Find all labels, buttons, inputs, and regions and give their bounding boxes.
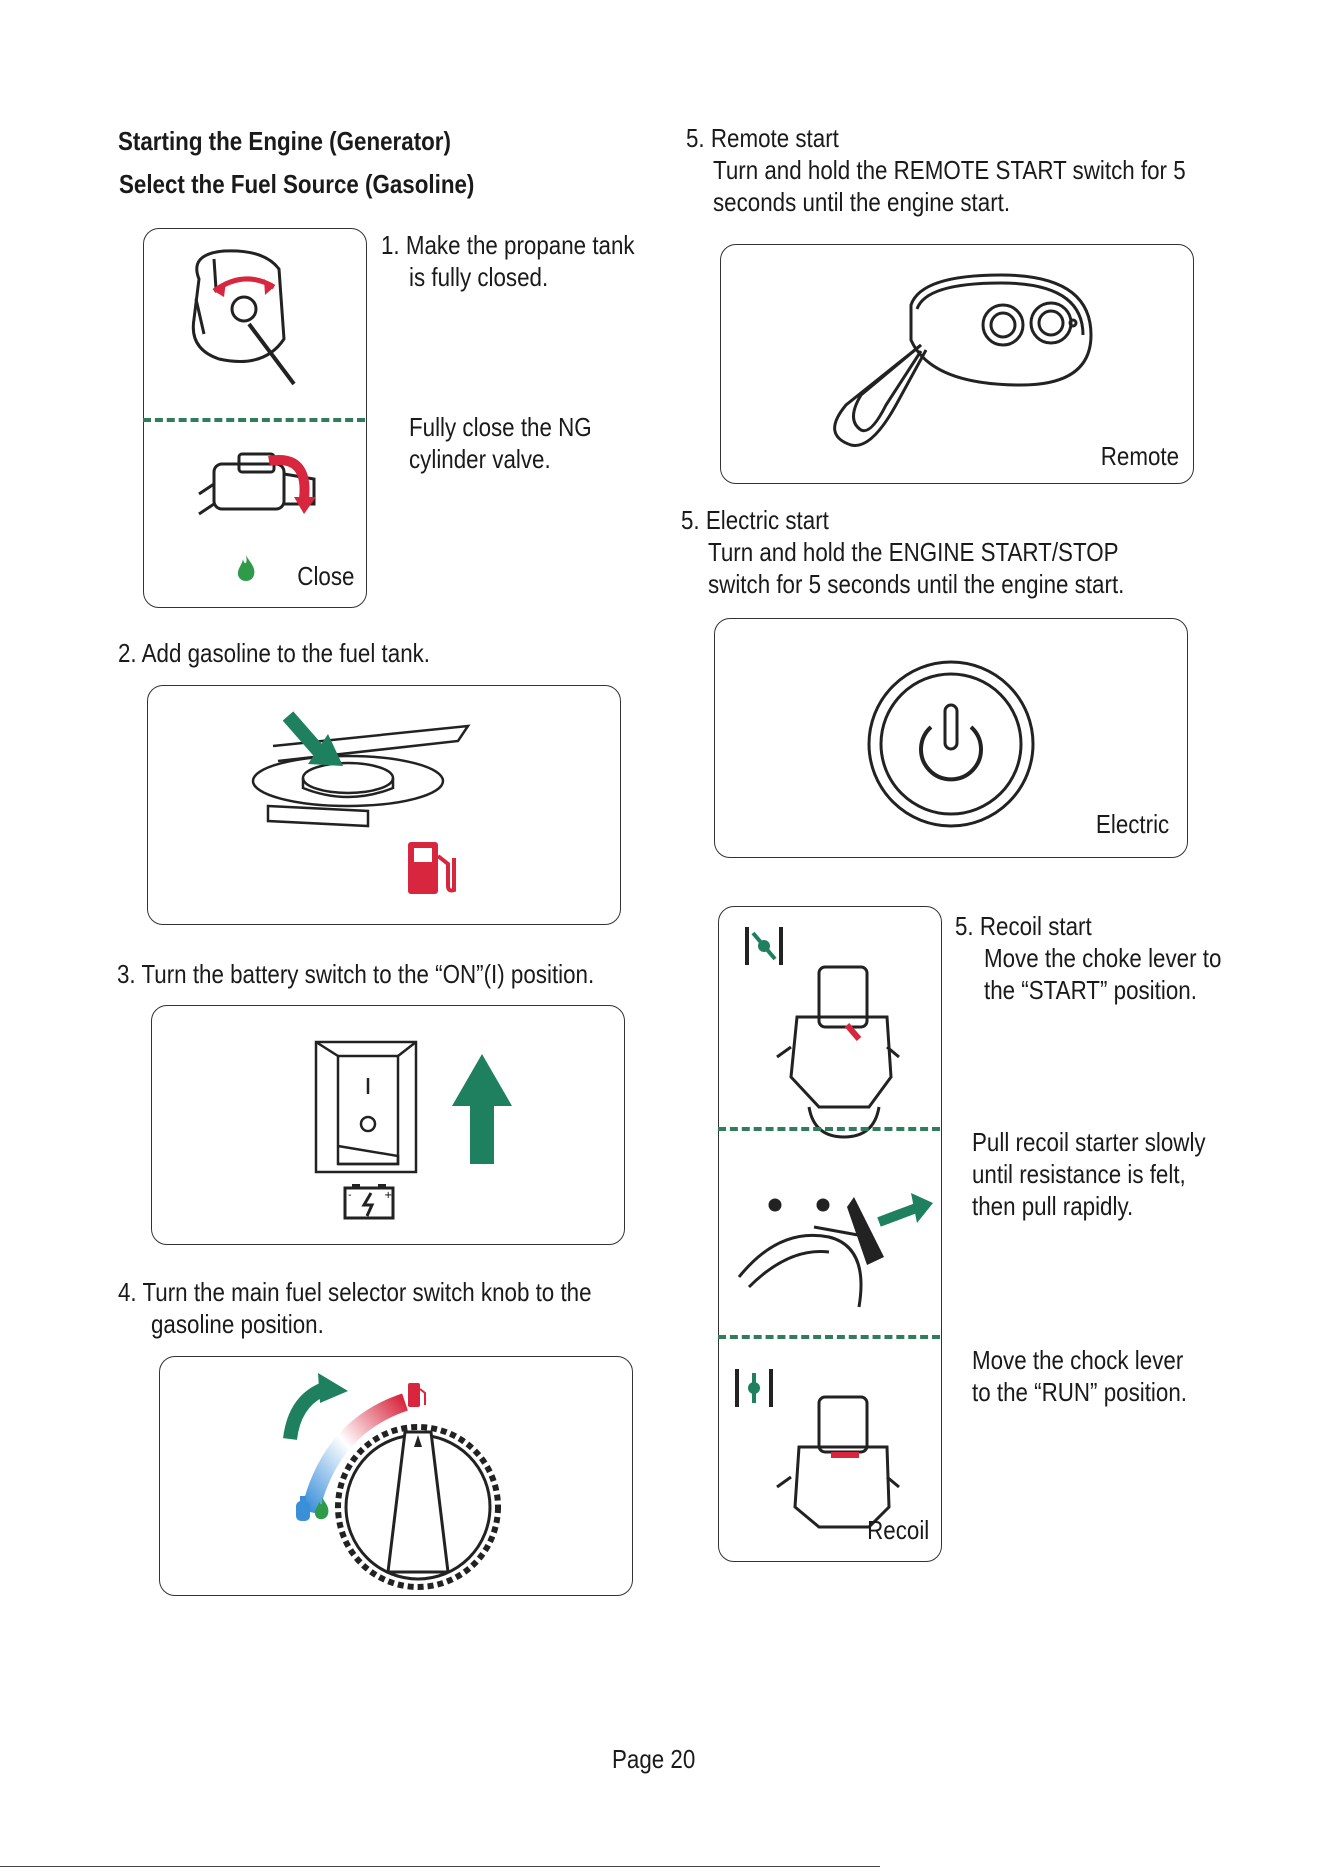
propane-valve-illustration (191, 249, 316, 516)
recoil-pull-line1: Pull recoil starter slowly (972, 1127, 1206, 1157)
page-subheading: Select the Fuel Source (Gasoline) (119, 169, 475, 199)
recoil-illustration-panel: Recoil (718, 906, 942, 1562)
step4-text-line2: gasoline position. (151, 1309, 324, 1339)
remote-start-line2: seconds until the engine start. (713, 187, 1011, 217)
choke-icon (745, 927, 783, 965)
recoil-divider-1 (718, 1127, 940, 1131)
step1-text-line1: 1. Make the propane tank (381, 230, 635, 260)
step1-caption: Close (296, 561, 354, 591)
step4-illustration-panel (159, 1356, 633, 1596)
recoil-divider-2 (718, 1335, 940, 1339)
recoil-pull-line3: then pull rapidly. (972, 1191, 1134, 1221)
recoil-run-line1: Move the chock lever (972, 1345, 1184, 1375)
electric-illustration-panel: Electric (714, 618, 1188, 858)
recoil-caption: Recoil (866, 1515, 929, 1545)
electric-start-line1: Turn and hold the ENGINE START/STOP (708, 537, 1119, 567)
svg-text:-: - (348, 1190, 352, 1201)
remote-illustration-panel: Remote (720, 244, 1194, 484)
remote-start-line1: Turn and hold the REMOTE START switch fo… (713, 155, 1186, 185)
recoil-start-title: 5. Recoil start (955, 911, 1092, 941)
electric-start-title: 5. Electric start (681, 505, 829, 535)
flame-icon (237, 555, 255, 581)
fuel-pump-icon (408, 842, 456, 894)
electric-caption: Electric (1095, 809, 1169, 839)
recoil-start-line1: Move the choke lever to (984, 943, 1222, 973)
remote-start-title: 5. Remote start (686, 123, 839, 153)
recoil-pull-line2: until resistance is felt, (972, 1159, 1186, 1189)
step3-text: 3. Turn the battery switch to the “ON”(I… (117, 959, 595, 989)
fuel-pump-icon (408, 1383, 426, 1407)
step2-text: 2. Add gasoline to the fuel tank. (118, 638, 431, 668)
fuel-tank-illustration (251, 711, 471, 828)
step3-illustration-panel: - + (151, 1005, 625, 1245)
carburetor-illustration (735, 927, 933, 1529)
step2-illustration-panel (147, 685, 621, 925)
recoil-run-line2: to the “RUN” position. (972, 1377, 1187, 1407)
remote-caption: Remote (1100, 441, 1179, 471)
footer-rule (0, 1866, 880, 1867)
step1-subtext-line1: Fully close the NG (409, 412, 592, 442)
electric-start-line2: switch for 5 seconds until the engine st… (708, 569, 1125, 599)
start-stop-button-illustration (867, 660, 1035, 828)
recoil-start-line2: the “START” position. (984, 975, 1197, 1005)
step1-text-line2: is fully closed. (409, 262, 549, 292)
fuel-selector-knob-illustration (283, 1373, 501, 1590)
battery-icon: - + (343, 1184, 395, 1220)
page-heading: Starting the Engine (Generator) (118, 126, 451, 156)
power-icon (919, 703, 983, 782)
step1-divider (143, 418, 365, 422)
page-number: Page 20 (612, 1744, 696, 1774)
step1-subtext-line2: cylinder valve. (409, 444, 551, 474)
battery-switch-illustration (314, 1040, 512, 1174)
svg-text:+: + (384, 1190, 392, 1201)
propane-tank-icon (296, 1496, 329, 1521)
remote-fob-illustration (833, 273, 1093, 447)
step4-text-line1: 4. Turn the main fuel selector switch kn… (118, 1277, 592, 1307)
